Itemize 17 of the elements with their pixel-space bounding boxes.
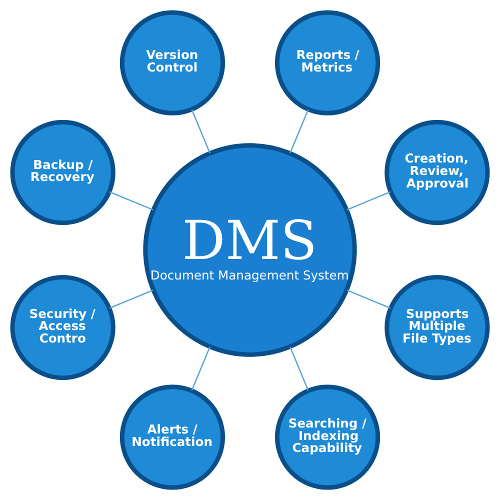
connector (290, 109, 309, 154)
connector (109, 191, 154, 210)
node-circle: Security / Access Contro (10, 274, 116, 380)
node-circle: DMS Document Management System (143, 143, 357, 357)
connector (191, 109, 210, 154)
connector (191, 346, 210, 391)
connector (290, 346, 309, 391)
node-circle: Searching / Indexing Capability (274, 384, 380, 490)
node-circle: Backup / Recovery (10, 120, 116, 226)
connector (109, 290, 154, 309)
node-circle: Version Control (120, 10, 226, 116)
node-circle: Supports Multiple File Types (384, 274, 490, 380)
connector (346, 290, 391, 309)
node-circle: Alerts / Notification (120, 384, 226, 490)
node-circle: Reports / Metrics (274, 10, 380, 116)
node-circle: Creation, Review, Approval (384, 120, 490, 226)
connector (346, 191, 391, 210)
